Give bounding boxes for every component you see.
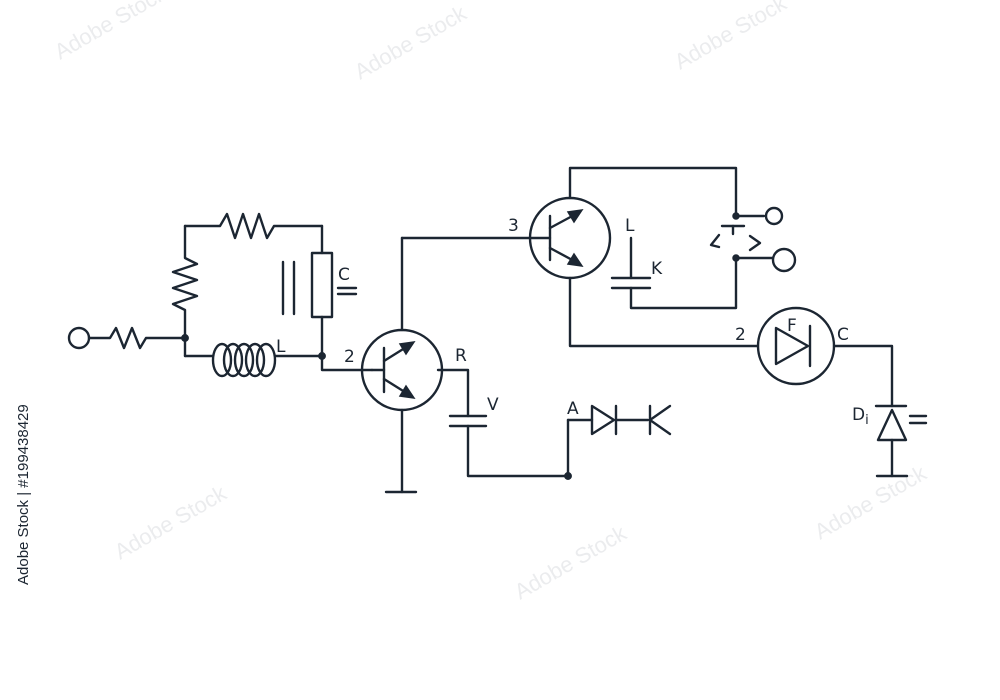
- label-di: Di: [852, 405, 869, 428]
- label-r: R: [455, 346, 467, 366]
- component-c-box: [310, 251, 334, 319]
- label-f-pin: 2: [735, 325, 746, 345]
- label-f: F: [787, 316, 797, 336]
- wire: [629, 256, 738, 310]
- label-c: C: [338, 265, 350, 285]
- watermark: Adobe Stock: [50, 0, 171, 64]
- watermark: Adobe Stock: [510, 520, 631, 605]
- wire: [832, 344, 894, 408]
- watermark: Adobe Stock: [810, 460, 931, 545]
- watermark: Adobe Stock: [670, 0, 791, 74]
- output-terminal: [764, 206, 784, 226]
- resistor-input: [87, 326, 187, 350]
- transistor-q1: [360, 328, 444, 412]
- output-terminal: [771, 247, 797, 273]
- wire: [568, 276, 760, 348]
- diode-a: [590, 404, 672, 436]
- resistor-top: [183, 212, 324, 240]
- label-a: A: [567, 399, 579, 419]
- wire: [320, 354, 374, 372]
- label-l-inductor: L: [276, 337, 286, 357]
- wire: [568, 166, 738, 218]
- diode-di: [874, 404, 909, 478]
- wire: [436, 368, 470, 418]
- label-q2-pin: 3: [508, 216, 519, 236]
- watermark: Adobe Stock: [350, 0, 471, 84]
- resistor-vertical: [171, 224, 199, 340]
- label-k: K: [651, 259, 663, 279]
- label-q1-pin: 2: [344, 347, 355, 367]
- label-c-right: C: [837, 325, 849, 345]
- watermark: Adobe Stock: [110, 480, 231, 565]
- label-l-right: L: [625, 216, 635, 236]
- transistor-q2: [528, 196, 612, 280]
- wire: [466, 424, 570, 478]
- inductor-coil: [211, 342, 277, 378]
- stock-id-text: Adobe Stock | #199438429: [15, 404, 32, 585]
- switch-arrows: [709, 224, 762, 252]
- input-terminal: [67, 326, 91, 350]
- label-v: V: [487, 395, 499, 415]
